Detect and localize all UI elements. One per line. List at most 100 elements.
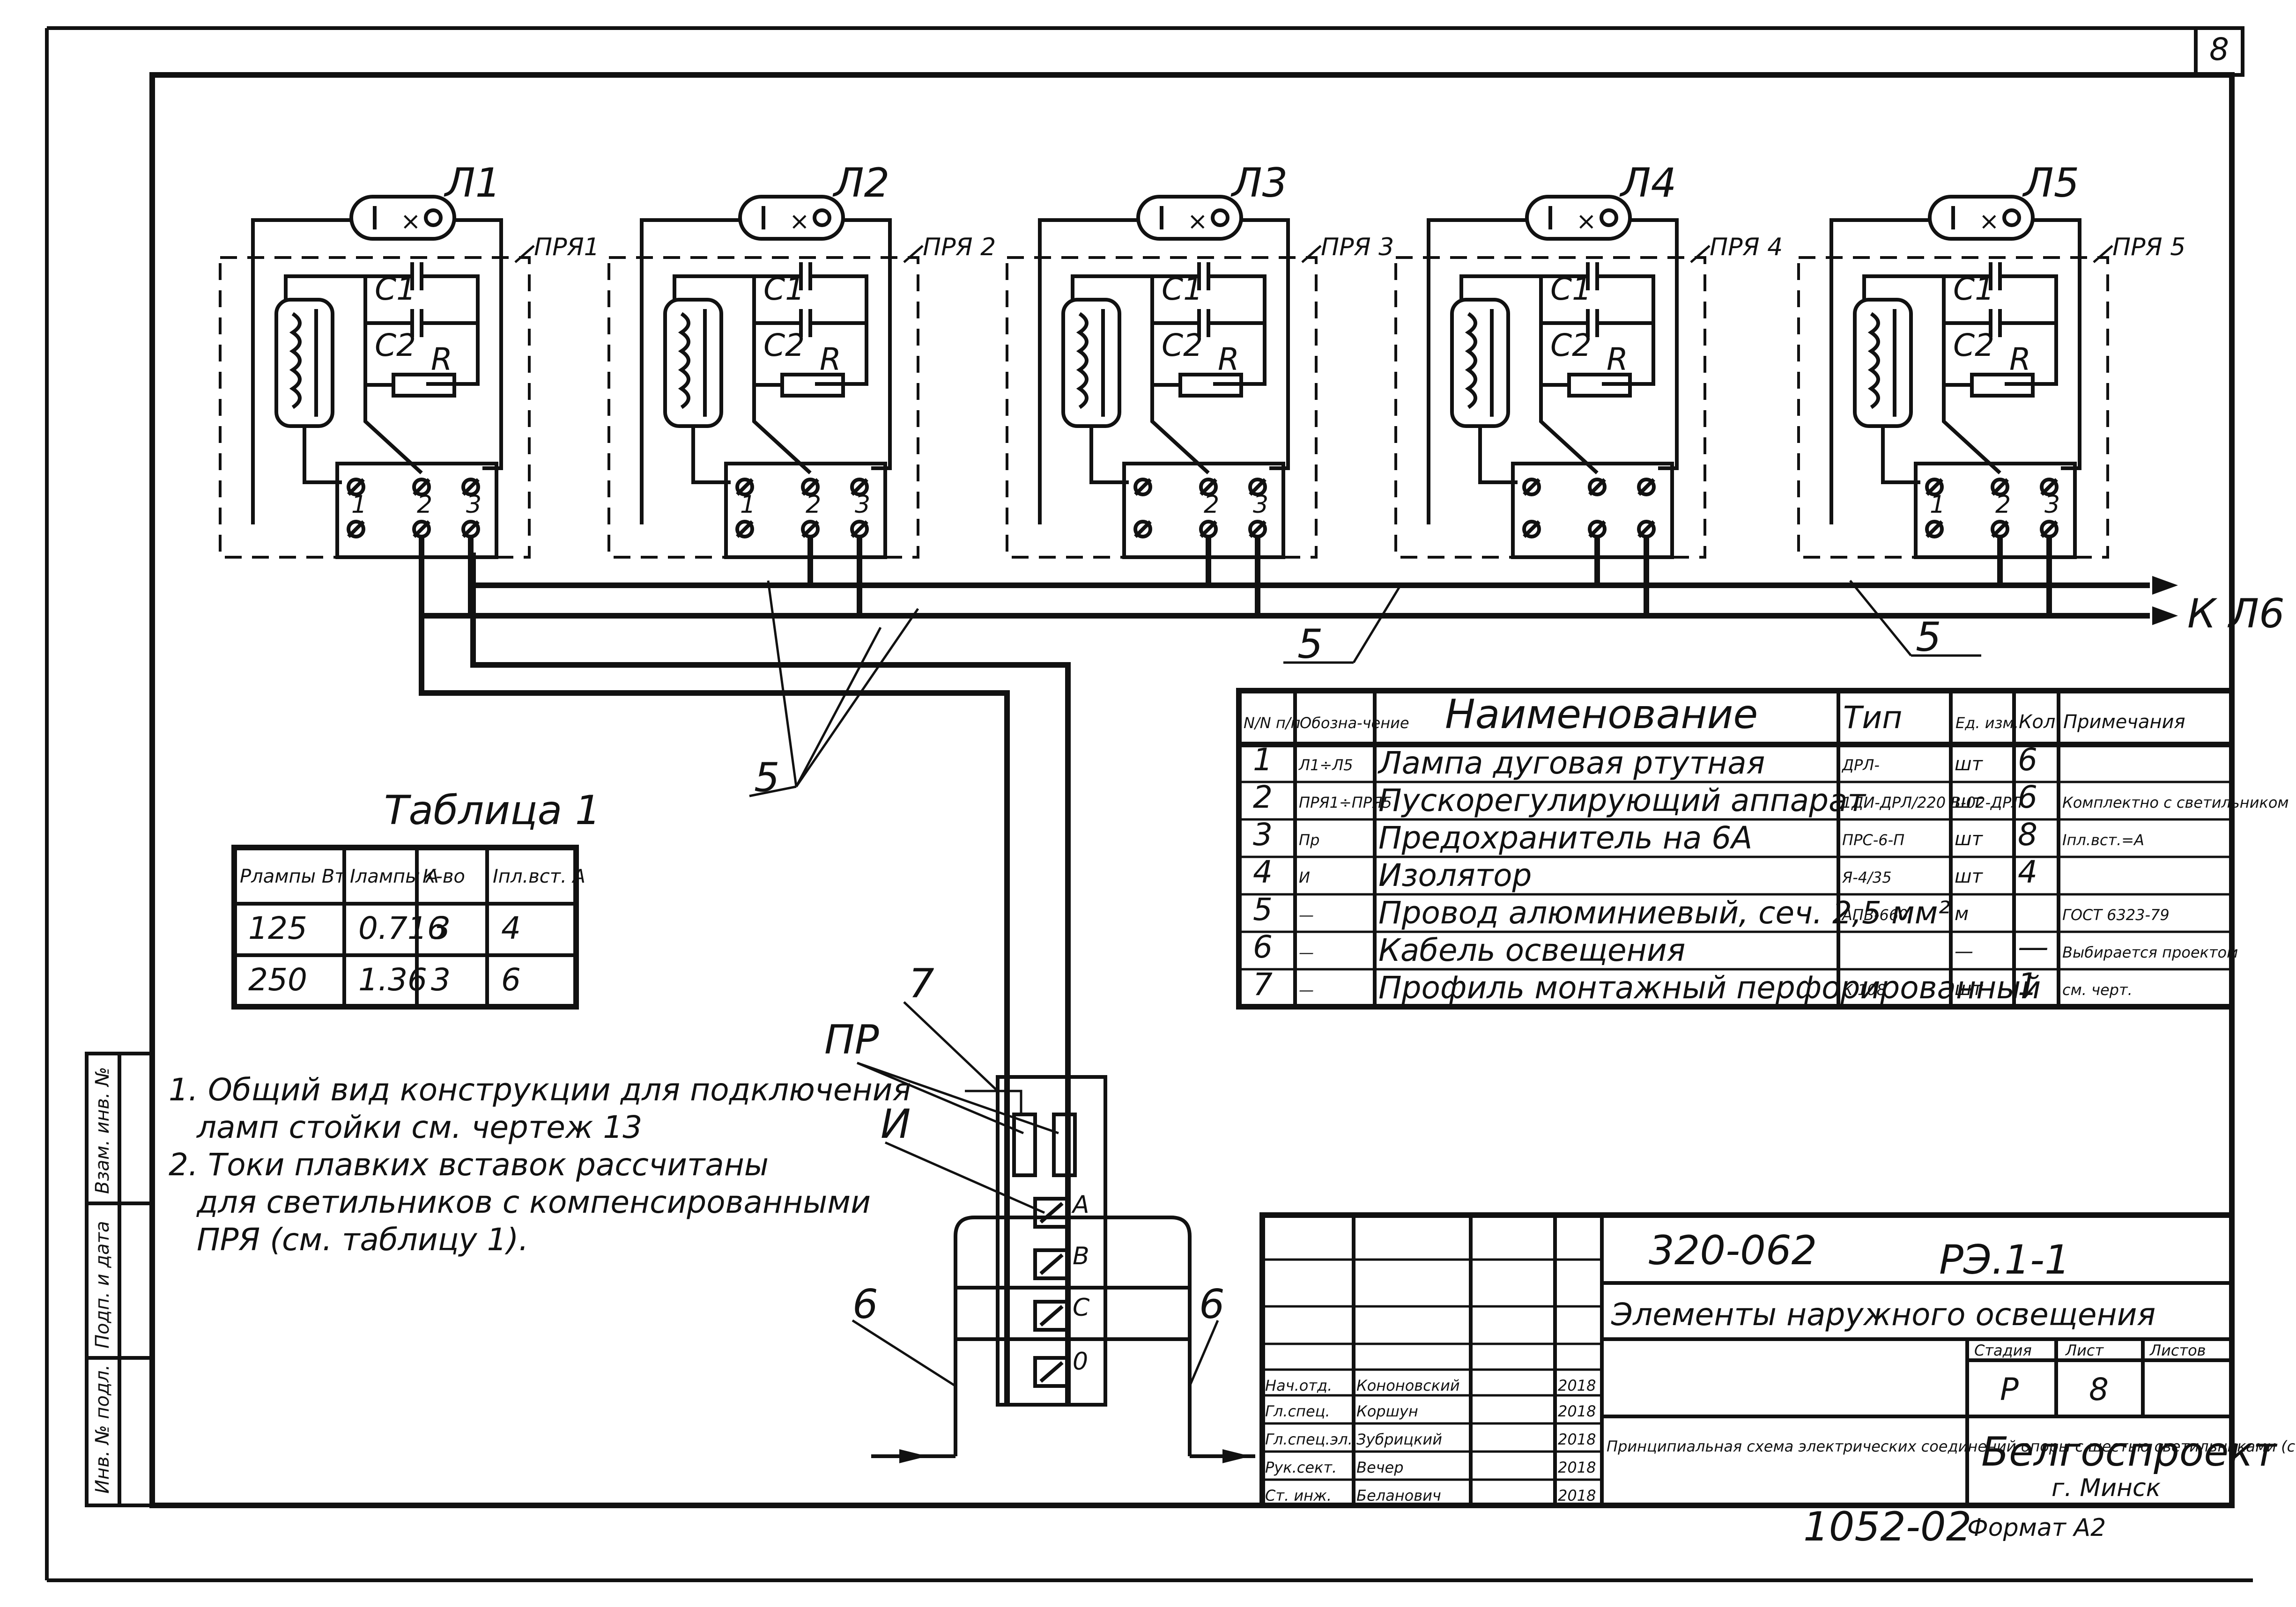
c1-label: С1 (375, 271, 416, 307)
phase-c-label: С (1073, 1294, 1090, 1322)
pra-label: ПРЯ1 (534, 233, 600, 261)
document-code: 320-062 (1649, 1227, 1817, 1274)
fuse-2 (1052, 1113, 1077, 1177)
terminal-c: С (1033, 1294, 1090, 1332)
spec-header: Наименование (1445, 691, 1758, 738)
terminal-3-label: 3 (2044, 491, 2060, 519)
lamp-label: Л3 (1230, 160, 1288, 206)
role-cell: Нач.отд. (1265, 1377, 1332, 1394)
spec-cell: ПРС-6-П (1842, 831, 1904, 849)
spec-cell: Профиль монтажный перфорированный (1378, 970, 2041, 1006)
note-1-line-2: ламп стойки см. чертеж 13 (196, 1109, 642, 1145)
spec-cell: 2 (1253, 779, 1273, 815)
resistor-label: R (820, 341, 841, 377)
spec-cell: м (1955, 903, 1969, 925)
c2-label: С2 (375, 327, 416, 363)
table-1-cell: 1.36 (358, 962, 427, 998)
spec-cell: шт (1955, 978, 1984, 1000)
spec-cell: Комплектно с светильником (2062, 794, 2289, 811)
terminal-block (724, 462, 887, 559)
bus-wires: К Л6 (419, 553, 2285, 1405)
svg-text:×: × (1576, 207, 1597, 236)
organization: Белгоспроект (1981, 1429, 2278, 1475)
drawing-title: Элементы наружного освещения (1611, 1297, 2155, 1333)
spec-header: N/N п/п (1244, 714, 1300, 732)
svg-text:×: × (1979, 207, 2000, 236)
resistor-label: R (431, 341, 452, 377)
sheets-header: Листов (2149, 1342, 2206, 1359)
terminal-block (1122, 462, 1285, 559)
terminal-2-label: 2 (417, 491, 432, 519)
document-number: 1052-02 (1803, 1504, 1971, 1550)
c2-label: С2 (1550, 327, 1592, 363)
callout-pr: ПР (824, 1017, 879, 1063)
c1-label: С1 (1953, 271, 1994, 307)
stage-header: Стадия (1974, 1342, 2032, 1359)
table-1-title: Таблица 1 (384, 787, 600, 834)
note-1-line-1: 1. Общий вид конструкции для подключения (169, 1072, 911, 1108)
spec-cell: АПВ-660 (1841, 906, 1908, 924)
callout-6-left: 6 (852, 1281, 878, 1328)
spec-cell: — (1299, 981, 1314, 999)
spec-cell: К 108 (1842, 981, 1886, 999)
wire-label-5a: 5 (754, 754, 780, 801)
table-1-header: К-во (422, 866, 465, 887)
neutral-label: 0 (1073, 1348, 1088, 1376)
pole-terminal-assembly: А В С 0 7 ПР (824, 960, 1255, 1463)
callout-insulator: И (881, 1101, 911, 1148)
terminal-2-label: 2 (806, 491, 821, 519)
role-cell: Кононовский (1356, 1377, 1460, 1394)
spec-cell: 4 (2018, 854, 2037, 890)
table-1-cell: 6 (501, 962, 521, 998)
role-cell: 2018 (1558, 1459, 1596, 1476)
lamp-icon: × (738, 195, 845, 241)
c1-label: С1 (1550, 271, 1592, 307)
spec-cell: Кабель освещения (1378, 932, 1685, 968)
pra-label: ПРЯ 5 (2112, 233, 2185, 261)
callout-7: 7 (909, 960, 934, 1007)
terminal-3-label: 3 (466, 491, 481, 519)
terminal-2-label: 2 (1204, 491, 1219, 519)
c2-label: С2 (1953, 327, 1994, 363)
spec-header: Обозна-чение (1300, 714, 1409, 732)
resistor-label: R (1218, 341, 1239, 377)
spec-cell: см. черт. (2062, 981, 2133, 999)
spec-cell: И (1299, 869, 1310, 886)
spec-cell: ДРЛ- (1841, 756, 1880, 774)
spec-cell: шт (1955, 828, 1984, 850)
resistor-label: R (2009, 341, 2031, 377)
phase-b-label: В (1073, 1242, 1089, 1270)
sheet-number: 8 (2209, 31, 2229, 67)
role-cell: 2018 (1558, 1402, 1596, 1420)
spec-cell: шт (1955, 753, 1984, 775)
choke-coil-icon (274, 298, 334, 428)
terminal-1-label: 1 (1930, 491, 1945, 519)
callout-6-right: 6 (1199, 1281, 1225, 1328)
phase-a-label: А (1071, 1191, 1089, 1219)
choke-coil-icon (663, 298, 723, 428)
table-1-cell: 4 (501, 910, 521, 946)
role-cell: 2018 (1558, 1377, 1596, 1394)
role-cell: Гл.спец. (1265, 1402, 1330, 1420)
table-1-cell: 125 (248, 910, 307, 946)
role-cell: 2018 (1558, 1430, 1596, 1448)
wire-label-5b: 5 (1297, 621, 1323, 668)
spec-cell: 1 (1253, 742, 1273, 778)
role-cell: Ст. инж. (1265, 1487, 1332, 1504)
terminal-a: А (1033, 1191, 1089, 1229)
terminal-3-label: 3 (855, 491, 870, 519)
stamp-podp-data: Подп. и дата (92, 1221, 113, 1349)
svg-text:×: × (400, 207, 421, 236)
table-1-header: Iлампы А (350, 866, 439, 887)
role-cell: Рук.сект. (1265, 1459, 1337, 1476)
lamp-label: Л2 (832, 160, 889, 206)
note-2-line-1: 2. Токи плавких вставок рассчитаны (169, 1147, 769, 1183)
stamp-inv-podl: Инв. № подл. (92, 1364, 113, 1494)
spec-header: Тип (1843, 700, 1902, 736)
terminal-block (1914, 462, 2077, 559)
c1-label: С1 (763, 271, 805, 307)
